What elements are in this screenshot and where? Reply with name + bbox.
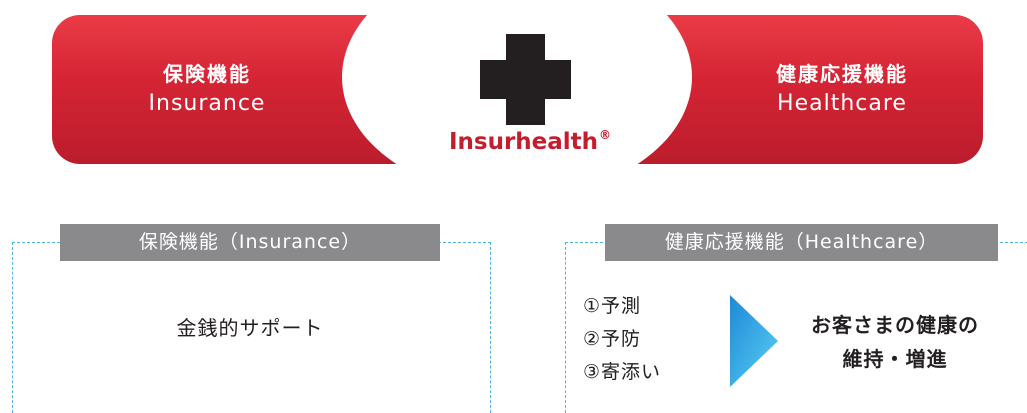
goal-line-2: 維持・増進 [842,347,948,371]
insurance-box-label: 保険機能（Insurance） [60,224,440,261]
brand-name: Insurhealth [448,129,599,155]
health-goal-text: お客さまの健康の 維持・増進 [790,308,1000,376]
insurance-heading-jp: 保険機能 [163,62,251,86]
healthcare-heading-jp: 健康応援機能 [776,62,908,86]
step-prevention: ②予防 [583,328,642,350]
healthcare-box-label: 健康応援機能（Healthcare） [605,224,998,261]
healthcare-heading-en: Healthcare [777,91,907,116]
financial-support-text: 金銭的サポート [176,316,324,340]
insurance-heading-en: Insurance [148,91,266,116]
insurance-function-heading: 保険機能 Insurance [122,59,292,119]
healthcare-function-heading: 健康応援機能 Healthcare [742,59,942,119]
step-prediction: ①予測 [583,295,642,317]
insurhealth-logo: Insurhealth® [430,128,630,155]
step-support: ③寄添い [583,361,662,383]
plus-cross-icon [480,34,571,125]
healthcare-steps-list: ①予測 ②予防 ③寄添い [583,290,661,389]
arrow-right-icon [730,295,778,387]
goal-line-1: お客さまの健康の [811,313,979,337]
registered-mark: ® [599,128,612,142]
